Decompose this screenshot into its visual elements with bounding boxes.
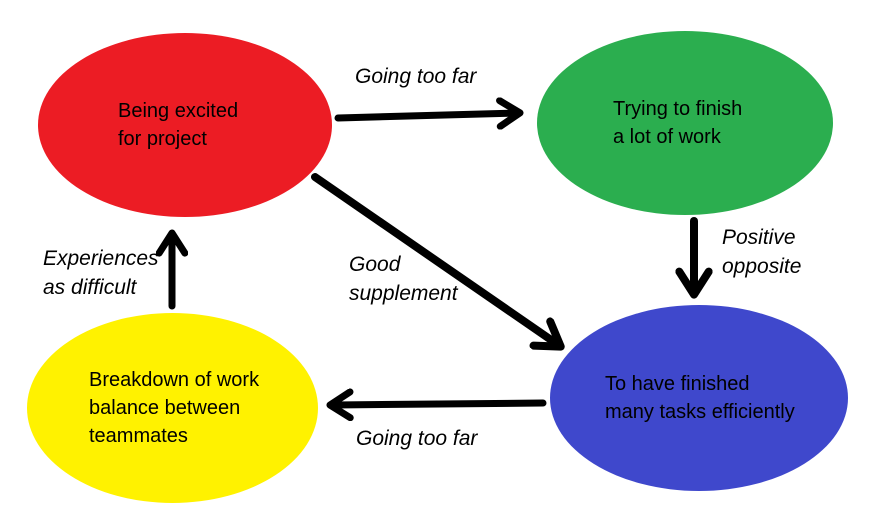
node-finished-many-tasks: To have finished many tasks efficiently bbox=[550, 305, 848, 491]
edge-label-line: Going too far bbox=[355, 65, 477, 88]
node-breakdown-of-work: Breakdown of work balance between teamma… bbox=[27, 313, 318, 503]
node-label-line: Breakdown of work bbox=[89, 369, 260, 391]
edge-label-good-supplement: Good supplement bbox=[349, 250, 458, 308]
node-being-excited-label: Being excited for project bbox=[118, 97, 238, 153]
node-label-line: To have finished bbox=[605, 373, 750, 395]
arrow-excited-to-finished bbox=[311, 173, 557, 344]
edge-label-line: Experiences bbox=[43, 247, 159, 270]
edge-label-line: Good bbox=[349, 253, 401, 276]
node-label-line: a lot of work bbox=[613, 126, 721, 148]
node-label-line: Trying to finish bbox=[613, 98, 743, 120]
edge-label-line: as difficult bbox=[43, 276, 137, 299]
edge-label-positive-opposite: Positive opposite bbox=[722, 223, 801, 281]
node-trying-to-finish: Trying to finish a lot of work bbox=[537, 31, 833, 215]
node-label-line: teammates bbox=[89, 425, 188, 447]
node-breakdown-of-work-label: Breakdown of work balance between teamma… bbox=[89, 366, 259, 450]
node-being-excited: Being excited for project bbox=[38, 33, 332, 217]
edge-label-line: Going too far bbox=[356, 427, 478, 450]
edge-label-experiences-as-difficult: Experiences as difficult bbox=[43, 244, 159, 302]
edge-label-going-too-far-bottom: Going too far bbox=[356, 424, 477, 453]
node-trying-to-finish-label: Trying to finish a lot of work bbox=[613, 95, 742, 151]
edge-label-line: Positive bbox=[722, 226, 796, 249]
node-label-line: many tasks efficiently bbox=[605, 401, 795, 423]
arrow-finished-to-breakdown bbox=[334, 403, 547, 405]
edge-label-line: opposite bbox=[722, 255, 802, 278]
node-label-line: Being excited bbox=[118, 100, 239, 122]
node-label-line: for project bbox=[118, 128, 207, 150]
edge-label-line: supplement bbox=[349, 282, 458, 305]
edge-label-going-too-far-top: Going too far bbox=[355, 62, 476, 91]
node-finished-many-tasks-label: To have finished many tasks efficiently bbox=[605, 370, 795, 426]
node-label-line: balance between bbox=[89, 397, 241, 419]
arrow-excited-to-trying bbox=[334, 113, 516, 118]
